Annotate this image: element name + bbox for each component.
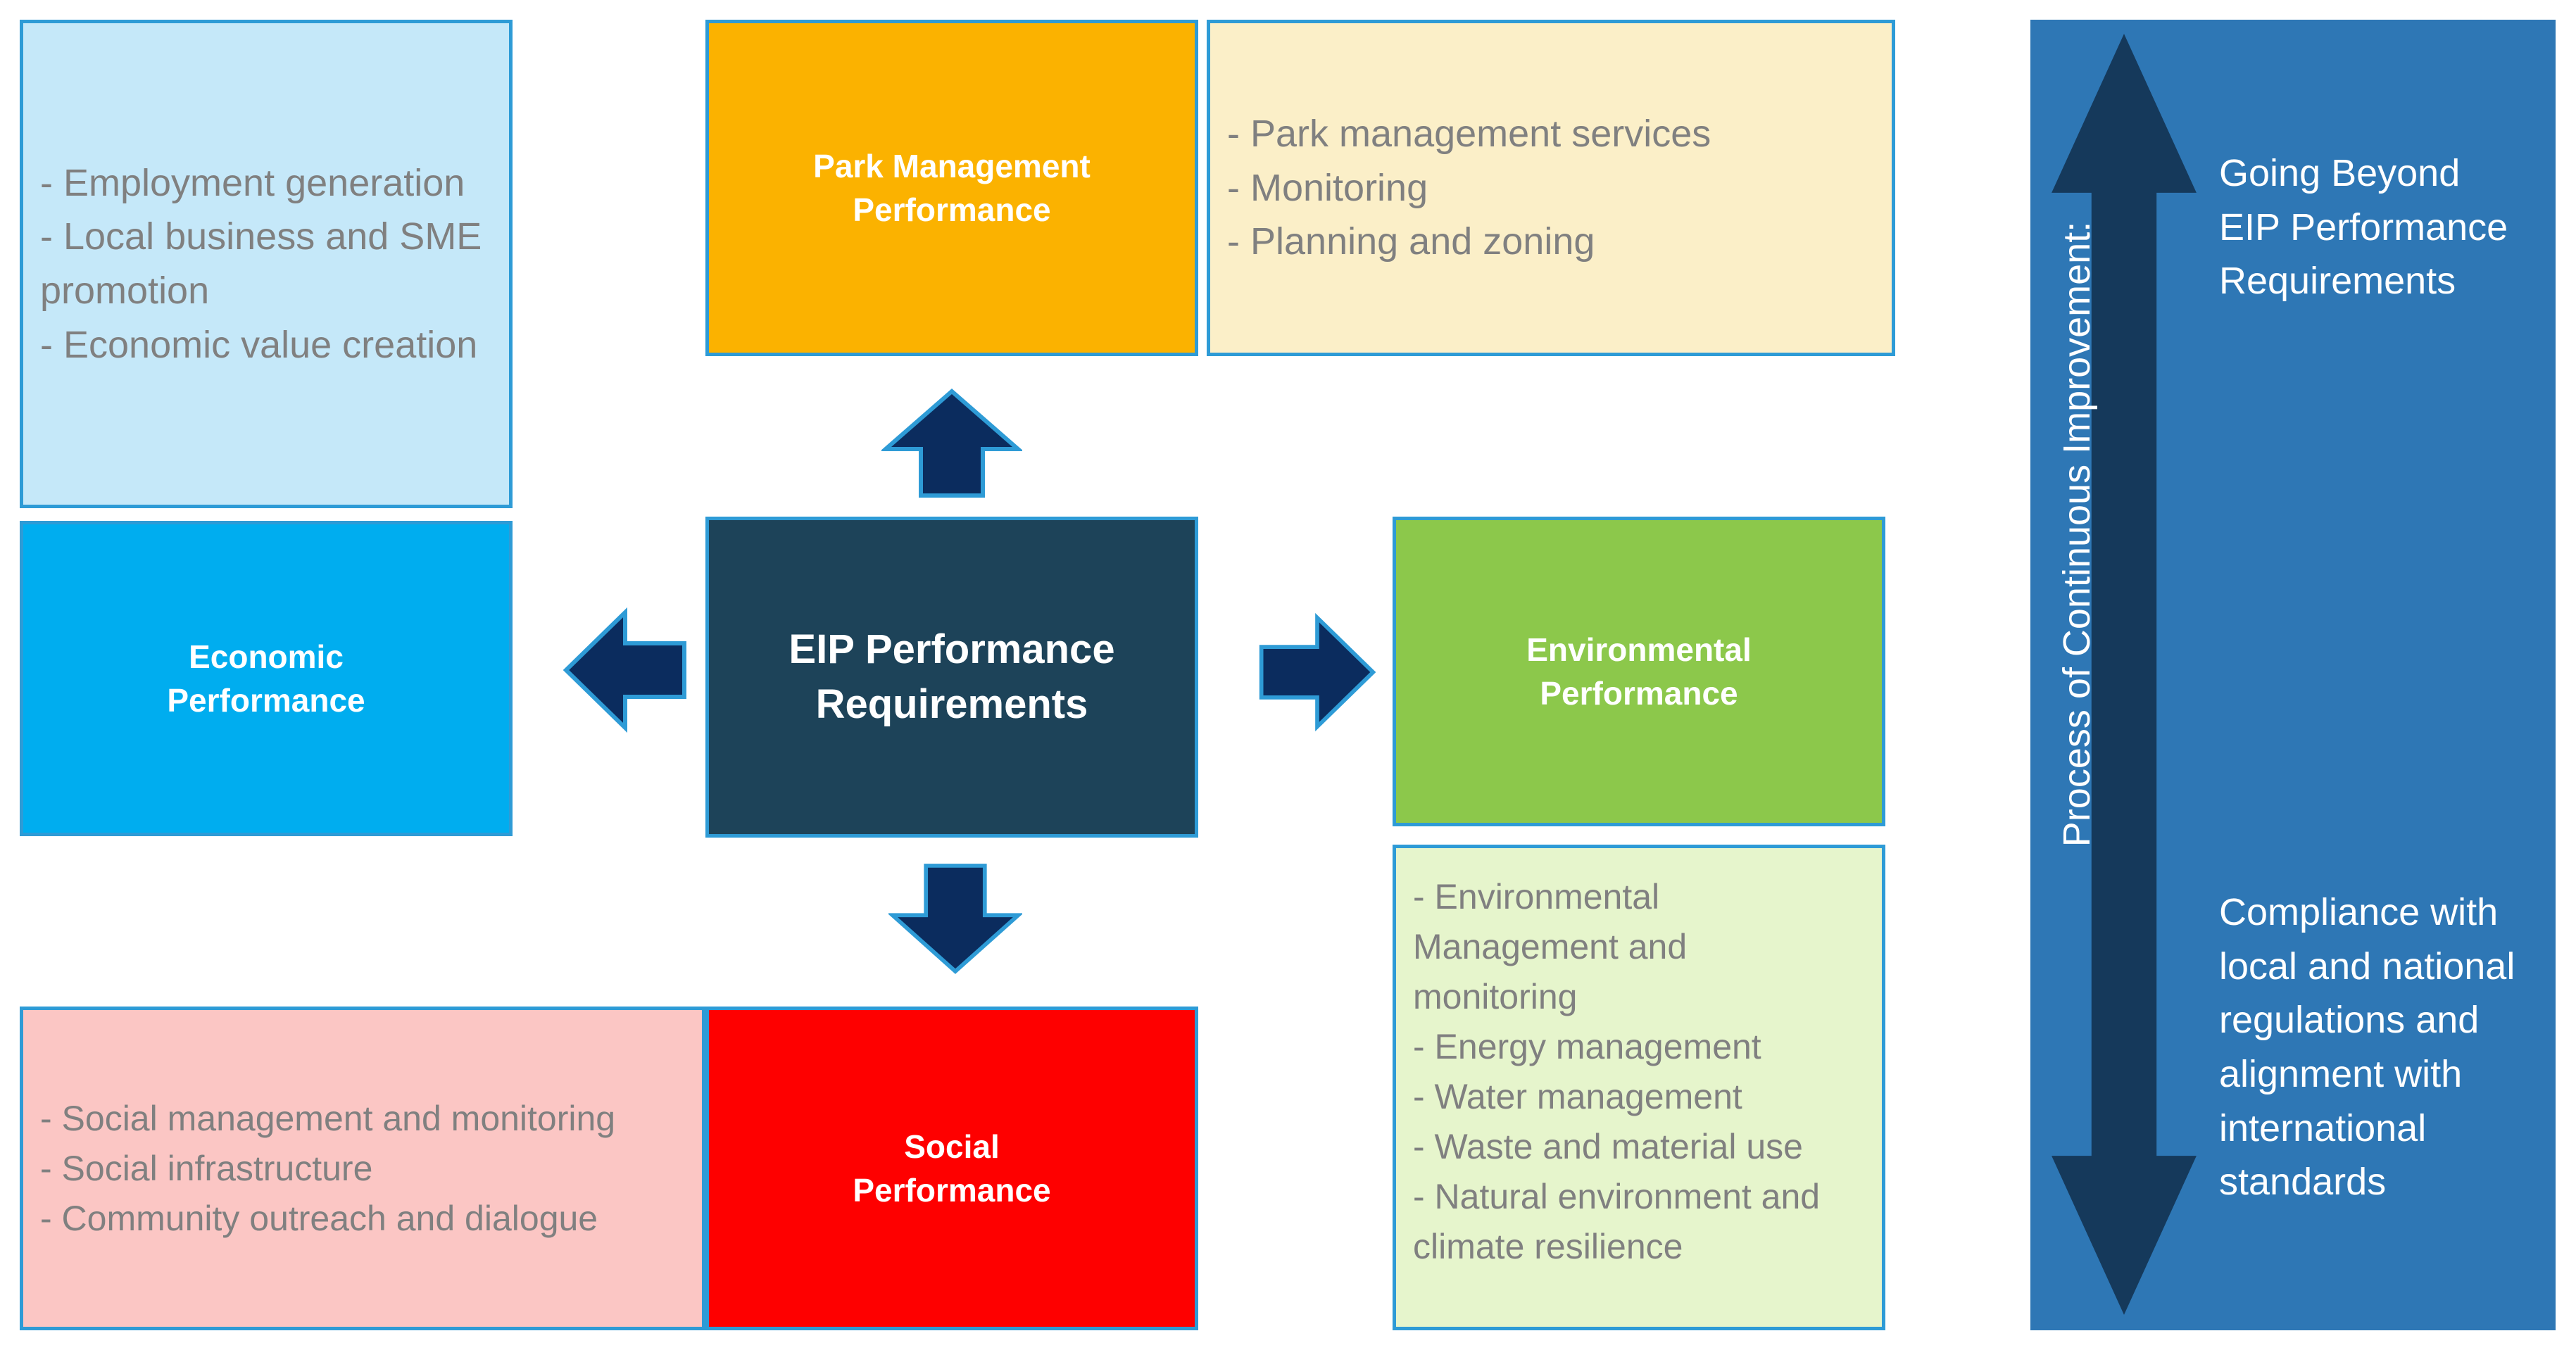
park-management-details-text: - Park management services - Monitoring …: [1227, 112, 1711, 263]
arrow-right-icon: [1257, 612, 1377, 732]
continuous-improvement-label: Process of Continuous Improvement:: [2056, 221, 2098, 847]
environmental-performance-label: Environmental Performance: [1526, 631, 1752, 712]
economic-details-text: - Employment generation - Local business…: [40, 161, 482, 366]
park-management-details-box: - Park management services - Monitoring …: [1207, 20, 1895, 356]
economic-performance-label: Economic Performance: [167, 638, 365, 719]
social-details-text: - Social management and monitoring - Soc…: [40, 1098, 616, 1238]
environmental-details-text: - Environmental Management and monitorin…: [1413, 877, 1821, 1266]
park-management-performance-label: Park Management Performance: [813, 147, 1091, 228]
arrow-down-icon: [888, 859, 1022, 978]
compliance-text: Compliance with local and national regul…: [2219, 891, 2515, 1204]
continuous-improvement-panel: Process of Continuous Improvement: Going…: [2030, 20, 2556, 1330]
environmental-performance-box[interactable]: Environmental Performance: [1393, 517, 1885, 826]
social-details-box: - Social management and monitoring - Soc…: [20, 1007, 705, 1330]
social-performance-box[interactable]: Social Performance: [705, 1007, 1198, 1330]
economic-performance-box[interactable]: Economic Performance: [20, 521, 513, 836]
arrow-left-icon: [562, 607, 689, 733]
social-performance-label: Social Performance: [853, 1128, 1051, 1209]
eip-performance-requirements-label: EIP Performance Requirements: [788, 626, 1115, 727]
eip-performance-requirements-box[interactable]: EIP Performance Requirements: [705, 517, 1198, 838]
going-beyond-text: Going Beyond EIP Performance Requirement…: [2219, 152, 2508, 303]
park-management-performance-box[interactable]: Park Management Performance: [705, 20, 1198, 356]
arrow-up-icon: [881, 387, 1022, 500]
economic-details-box: - Employment generation - Local business…: [20, 20, 513, 508]
environmental-details-box: - Environmental Management and monitorin…: [1393, 845, 1885, 1330]
